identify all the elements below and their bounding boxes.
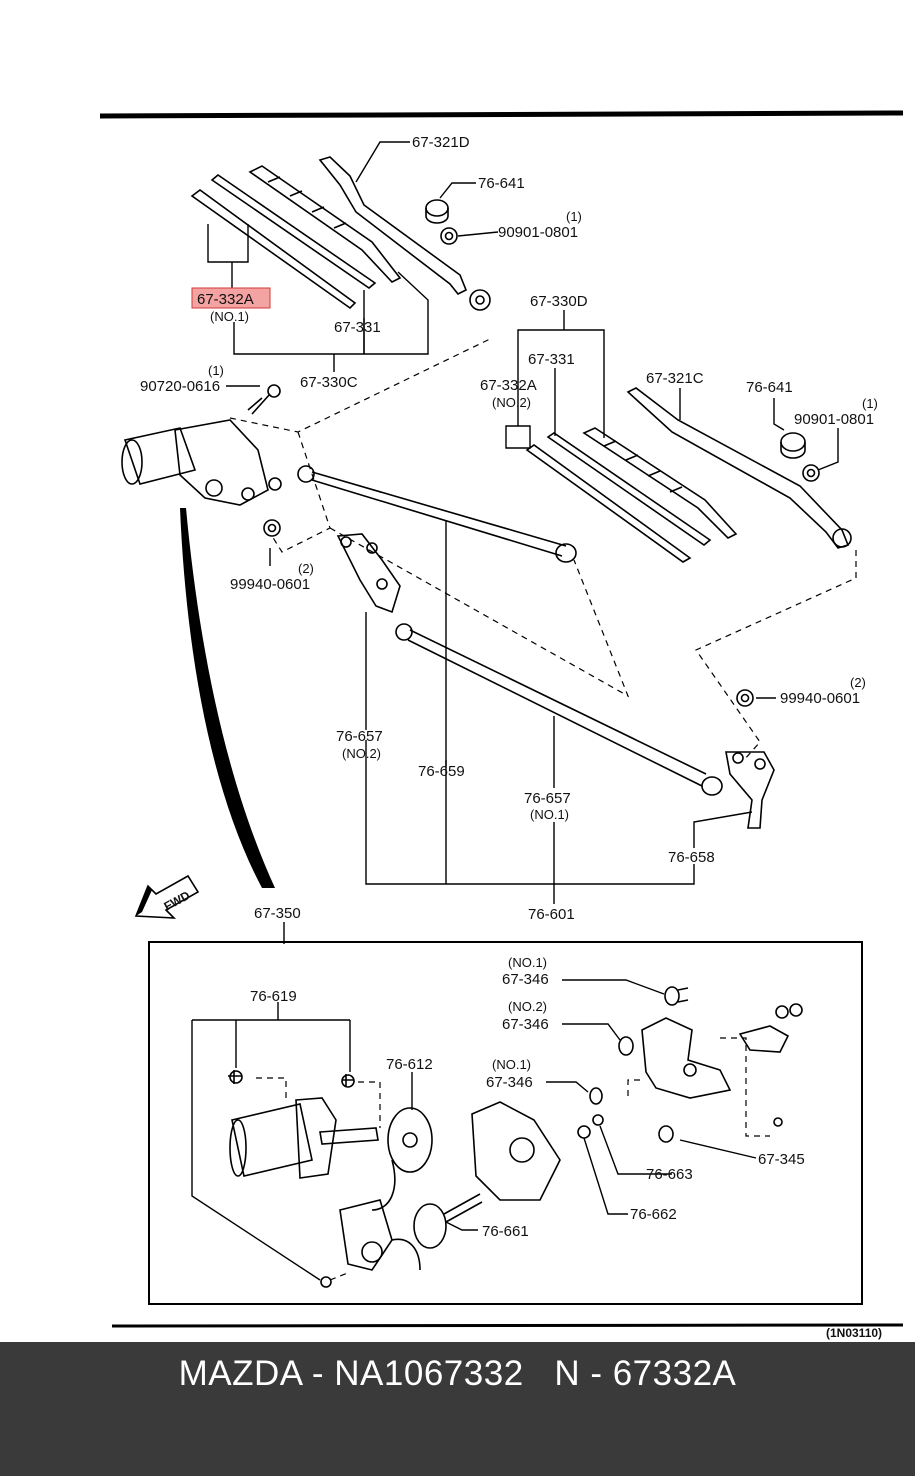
- label-90901-0801-upper: 90901-0801: [498, 224, 578, 241]
- label-76-612: 76-612: [386, 1056, 433, 1073]
- diagram-ref-code: (1N03110): [826, 1326, 882, 1340]
- label-67-321C: 67-321C: [646, 370, 704, 387]
- label-76-657-no2: 76-657: [336, 728, 383, 745]
- wiper-blade-no2-drawing: [525, 387, 852, 563]
- wiper-blade-no1-drawing: [190, 156, 491, 311]
- label-67-350: 67-350: [254, 905, 301, 922]
- label-76-601: 76-601: [528, 906, 575, 923]
- highlight-67-332A: [191, 287, 271, 309]
- label-90720-0616: 90720-0616: [140, 378, 220, 395]
- label-76-619: 76-619: [250, 988, 297, 1005]
- qty-90901-right: (1): [862, 396, 878, 411]
- top-rule: [99, 110, 904, 119]
- label-99940-0601-right: 99940-0601: [780, 690, 860, 707]
- label-76-658: 76-658: [668, 849, 715, 866]
- qty-99940-right: (2): [850, 675, 866, 690]
- label-90901-0801-right: 90901-0801: [794, 411, 874, 428]
- sub-no1-bush-a: (NO.1): [508, 955, 547, 970]
- lower-dashed: [256, 1037, 770, 1281]
- sub-no1-blade: (NO.1): [210, 309, 249, 324]
- label-67-332A-no2: 67-332A: [480, 377, 537, 394]
- motor-arrow-curve: [180, 508, 275, 888]
- sub-no2-blade: (NO.2): [492, 395, 531, 410]
- part-number-banner: MAZDA - NA1067332 N - 67332A: [0, 1342, 915, 1476]
- label-67-346-c: 67-346: [486, 1074, 533, 1091]
- qty-99940-left: (2): [298, 561, 314, 576]
- qty-90901-upper: (1): [566, 209, 582, 224]
- label-76-661: 76-661: [482, 1223, 529, 1240]
- label-76-663: 76-663: [646, 1166, 693, 1183]
- motor-exploded-drawing: [228, 986, 803, 1288]
- leader-lines: [207, 141, 839, 904]
- label-67-345: 67-345: [758, 1151, 805, 1168]
- qty-90720: (1): [208, 363, 224, 378]
- label-67-331-left: 67-331: [334, 319, 381, 336]
- wiper-parts-diagram: FWD: [99, 110, 904, 1340]
- label-76-659: 76-659: [418, 763, 465, 780]
- label-76-641-right: 76-641: [746, 379, 793, 396]
- sub-no2-bush: (NO.2): [508, 999, 547, 1014]
- label-99940-0601-left: 99940-0601: [230, 576, 310, 593]
- motor-exploded-box: [148, 941, 863, 1305]
- label-67-321D: 67-321D: [412, 134, 470, 151]
- fwd-arrow: FWD: [134, 874, 200, 919]
- bottom-rule: [111, 1323, 904, 1328]
- label-67-346-a: 67-346: [502, 971, 549, 988]
- sub-no1-link: (NO.1): [530, 807, 569, 822]
- label-67-330C: 67-330C: [300, 374, 358, 391]
- lower-leaders: [191, 979, 757, 1281]
- dashed-guides: [229, 337, 857, 761]
- label-67-330D: 67-330D: [530, 293, 588, 310]
- label-76-657-no1: 76-657: [524, 790, 571, 807]
- label-76-641-upper: 76-641: [478, 175, 525, 192]
- part-number-text: MAZDA - NA1067332 N - 67332A: [178, 1354, 737, 1393]
- wiper-motor-drawing: [121, 384, 282, 537]
- sub-no1-bush-c: (NO.1): [492, 1057, 531, 1072]
- label-67-332A-no1: 67-332A: [197, 291, 254, 308]
- sub-no2-link: (NO.2): [342, 746, 381, 761]
- label-67-331-right: 67-331: [528, 351, 575, 368]
- label-76-662: 76-662: [630, 1206, 677, 1223]
- linkage-drawing: [297, 465, 775, 829]
- label-67-346-b: 67-346: [502, 1016, 549, 1033]
